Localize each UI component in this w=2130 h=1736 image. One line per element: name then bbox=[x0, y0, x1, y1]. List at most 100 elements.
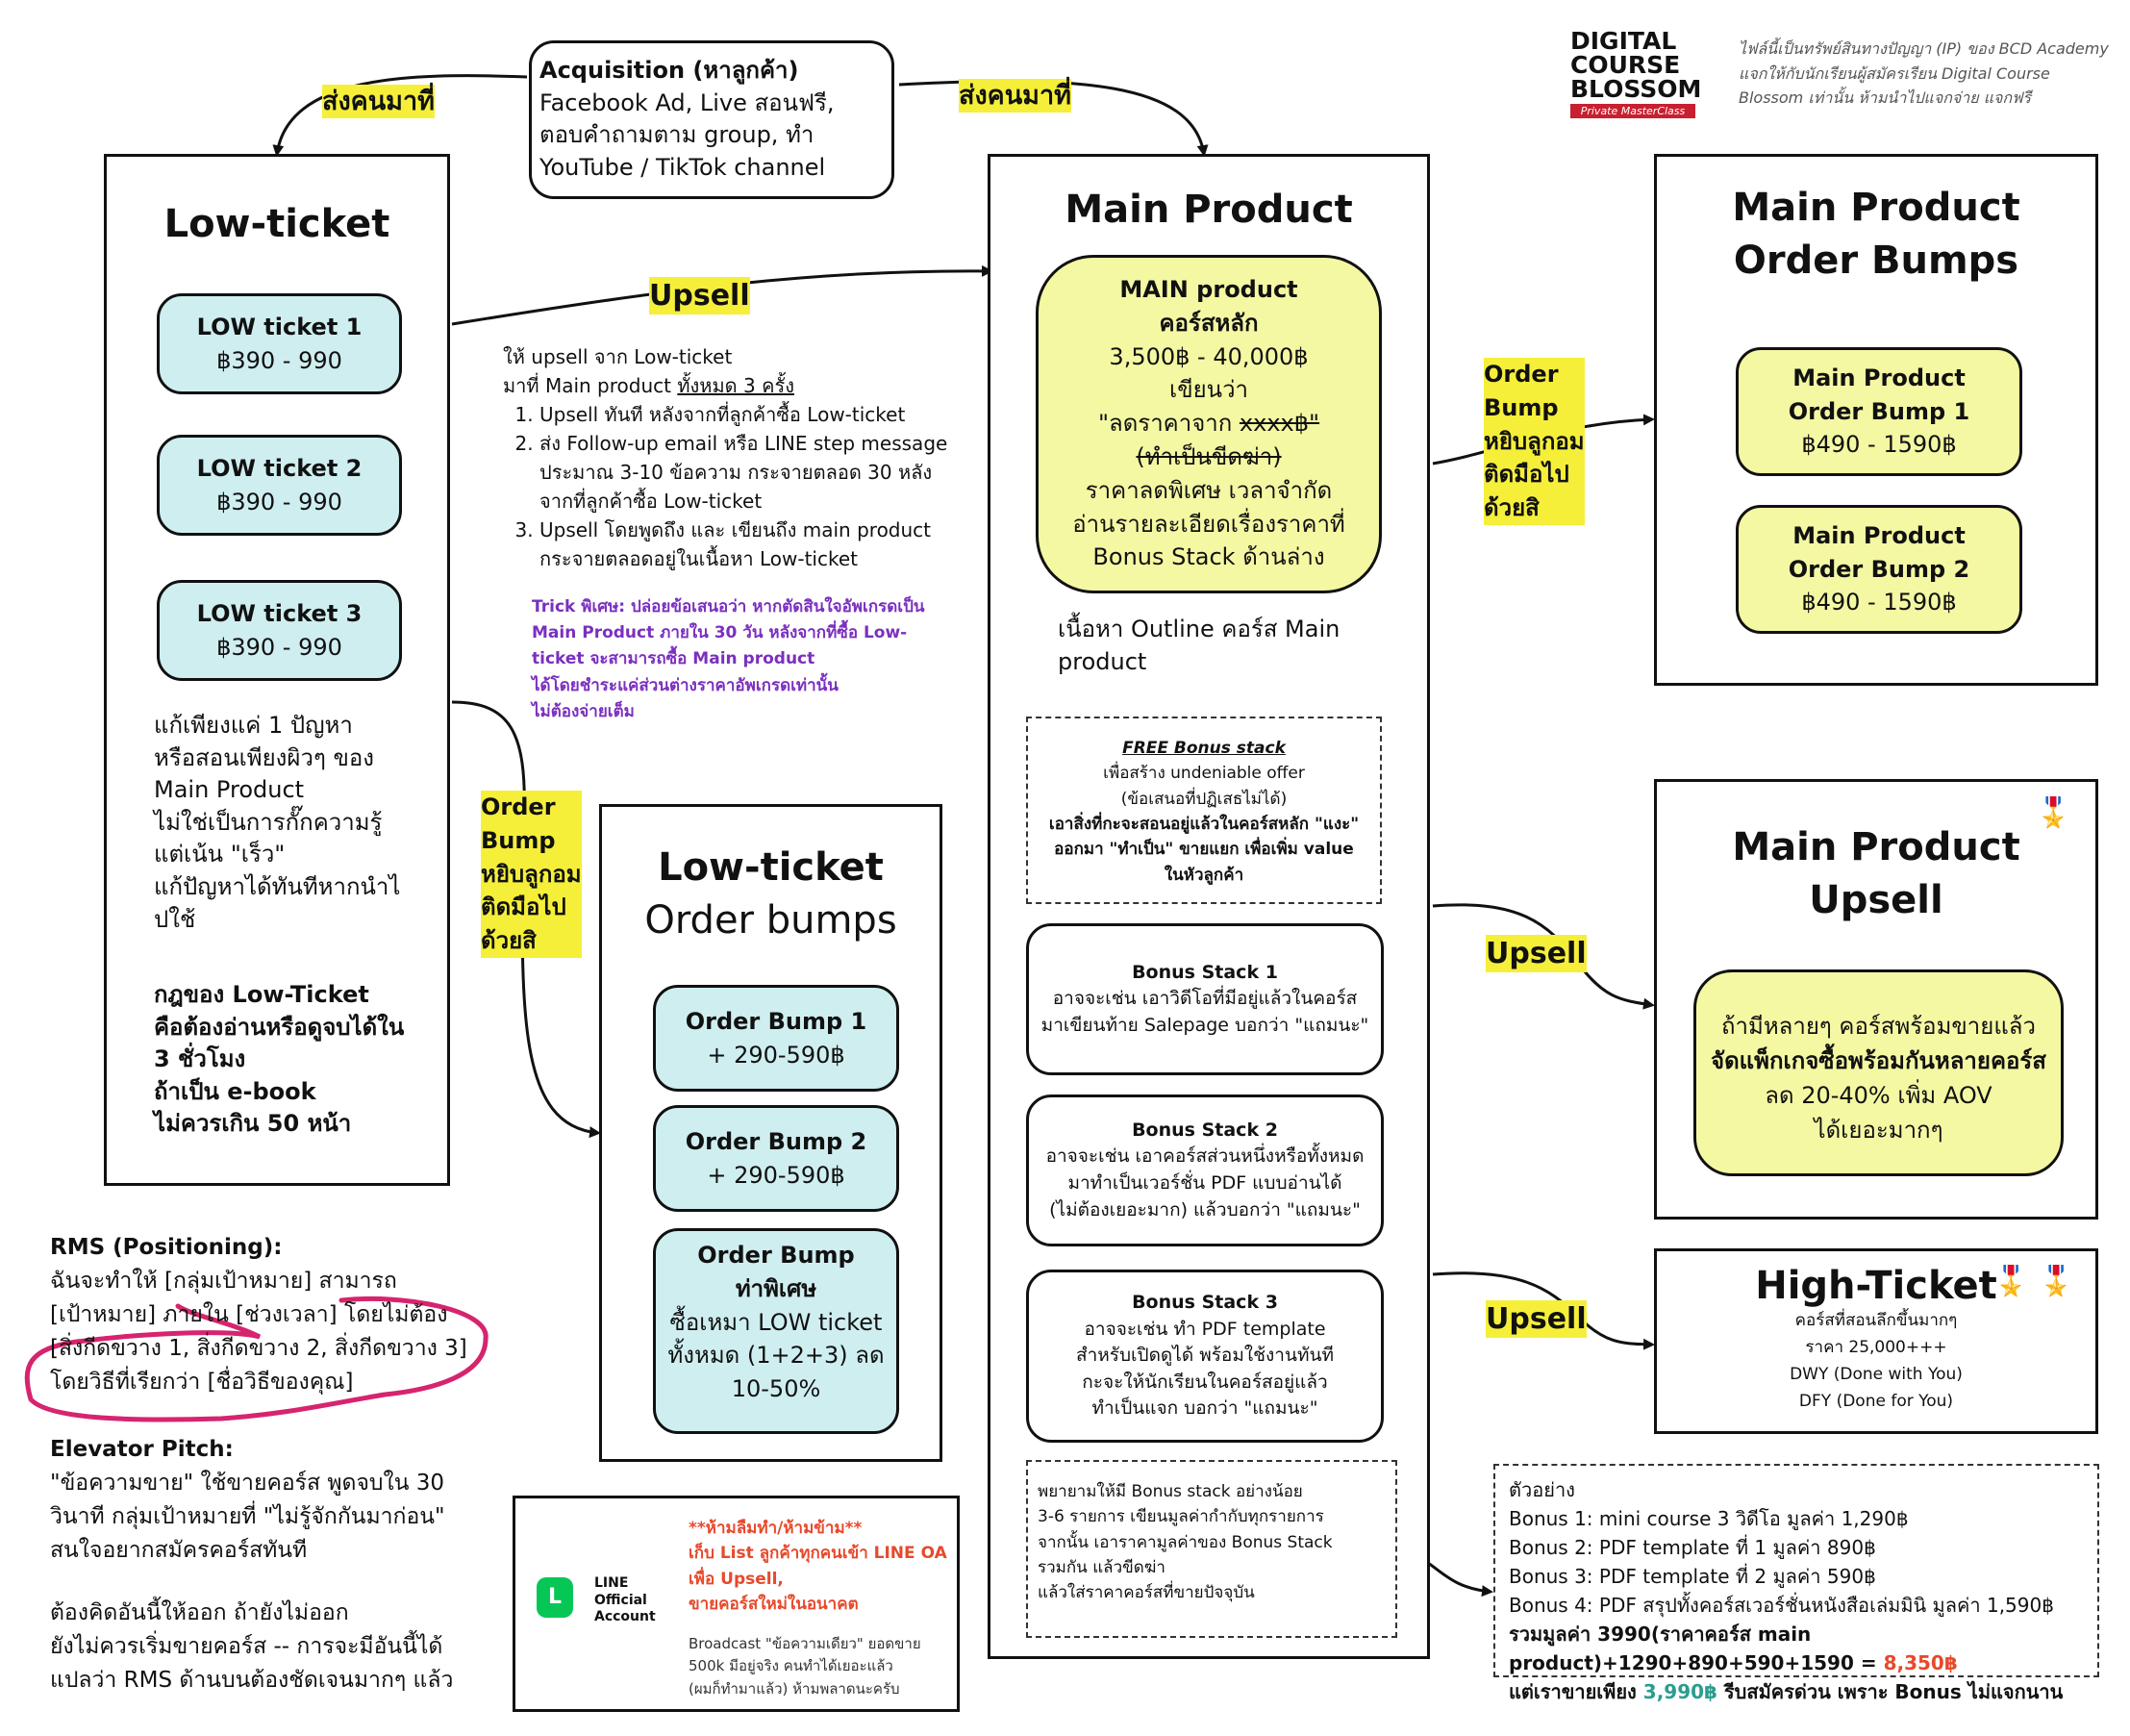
main-outline-line: product bbox=[1058, 647, 1147, 675]
free-bonus-line-5: ในหัวลูกค้า bbox=[1164, 865, 1244, 885]
special-bump-line-1: ซื้อเหมา LOW ticket bbox=[669, 1308, 883, 1336]
elevator-line-2: แปลว่า RMS ด้านบนต้องชัดเจนมากๆ แล้ว bbox=[50, 1667, 454, 1693]
try-note-line: รวมกัน แล้วขีดฆ่า bbox=[1038, 1558, 1165, 1578]
rms-line: ฉันจะทำให้ [กลุ่มเป้าหมาย] สามารถ bbox=[50, 1268, 397, 1294]
main-card-line-6: (ทำเป็นขีดฆ่า) bbox=[1136, 442, 1282, 470]
upsell-right-label-1: Upsell bbox=[1486, 935, 1587, 972]
bonus-stack-3-line: กะจะให้นักเรียนในคอร์สอยู่แล้ว bbox=[1082, 1371, 1328, 1393]
upsell-steps: Upsell ทันที หลังจากที่ลูกค้าซื้อ Low-ti… bbox=[503, 400, 965, 573]
line-oa-note-line: 500k มีอยู่จริง คนทำได้เยอะแล้ว bbox=[689, 1657, 893, 1675]
example-line: Bonus 3: PDF template ที่ 2 มูลค่า 590฿ bbox=[1509, 1565, 1876, 1588]
main-order-bump-2-line-2: Order Bump 2 bbox=[1788, 555, 1970, 583]
rms-line: [เป้าหมาย] ภายใน [ช่วงเวลา] โดยไม่ต้อง bbox=[50, 1301, 448, 1327]
send-right-label: ส่งคนมาที่ bbox=[959, 79, 1071, 113]
main-outline-line: เนื้อหา Outline คอร์ส Main bbox=[1058, 616, 1341, 642]
main-bumps-title-2: Order Bumps bbox=[1733, 239, 2019, 283]
low-order-bump-2-price: + 290-590฿ bbox=[707, 1161, 845, 1189]
line-oa-box: L LINE Official Account **ห้ามลืมทำ/ห้าม… bbox=[513, 1496, 960, 1712]
low-rule-line: คือต้องอ่านหรือดูจบได้ใน bbox=[154, 1013, 405, 1041]
trick-line: ไม่ต้องจ่ายเต็ม bbox=[532, 701, 635, 721]
order-bump-right-line: ด้วยสิ bbox=[1484, 494, 1540, 522]
trick-line: ticket จะสามารถซื้อ Main product bbox=[532, 649, 815, 669]
free-bonus-stack-box: FREE Bonus stack เพื่อสร้าง undeniable o… bbox=[1026, 717, 1382, 904]
main-card-line-9: Bonus Stack ด้านล่าง bbox=[1092, 543, 1325, 571]
low-desc-line: แก้ปัญหาได้ทันทีหากนำไ bbox=[154, 872, 401, 900]
ip-notice: ไฟล์นี้เป็นทรัพย์สินทางปัญญา (IP) ของ BC… bbox=[1739, 39, 2109, 108]
upsell-main-label: Upsell bbox=[649, 277, 750, 314]
try-note-line: พยายามให้มี Bonus stack อย่างน้อย bbox=[1038, 1482, 1303, 1501]
free-bonus-line-4: ออกมา "ทำเป็น" ขายแยก เพื่อเพิ่ม value bbox=[1054, 840, 1354, 860]
low-ticket-2-name: LOW ticket 2 bbox=[196, 454, 363, 482]
order-bump-left-line: Order bbox=[481, 793, 556, 820]
low-bumps-title-1: Low-ticket bbox=[658, 845, 884, 890]
upsell-step: Upsell โดยพูดถึง และ เขียนถึง main produ… bbox=[539, 516, 965, 573]
low-ticket-3: LOW ticket 3 ฿390 - 990 bbox=[157, 580, 402, 681]
main-order-bump-1: Main Product Order Bump 1 ฿490 - 1590฿ bbox=[1736, 347, 2022, 476]
bonus-stack-2-line: มาทำเป็นเวอร์ชั่น PDF แบบอ่านได้ bbox=[1067, 1172, 1342, 1194]
main-bumps-panel: Main Product Order Bumps Main Product Or… bbox=[1654, 154, 2098, 686]
bonus-stack-2: Bonus Stack 2 อาจจะเช่น เอาคอร์สส่วนหนึ่… bbox=[1026, 1094, 1384, 1246]
bonus-stack-3-line: อาจจะเช่น ทำ PDF template bbox=[1084, 1318, 1326, 1340]
main-product-card: MAIN product คอร์สหลัก 3,500฿ - 40,000฿ … bbox=[1036, 255, 1382, 593]
bonus-stack-3-line: ทำเป็นแจก บอกว่า "แถมนะ" bbox=[1091, 1397, 1318, 1420]
line-oa-note-line: Broadcast "ข้อความเดียว" ยอดขาย bbox=[689, 1635, 921, 1652]
main-upsell-card: ถ้ามีหลายๆ คอร์สพร้อมขายแล้ว จัดแพ็กเกจซ… bbox=[1693, 969, 2064, 1176]
line-oa-note-line: (ผมก็ทำมาแล้ว) ห้ามพลาดนะครับ bbox=[689, 1679, 900, 1698]
main-upsell-line-4: ได้เยอะมากๆ bbox=[1814, 1117, 1943, 1144]
special-bump-line-3: 10-50% bbox=[731, 1375, 821, 1403]
main-order-bump-2-price: ฿490 - 1590฿ bbox=[1801, 589, 1957, 616]
bonus-stack-2-line: (ไม่ต้องเยอะมาก) แล้วบอกว่า "แถมนะ" bbox=[1049, 1198, 1361, 1220]
example-sum-2a: product)+1290+890+590+1590 = bbox=[1509, 1651, 1884, 1674]
bonus-stack-2-line: อาจจะเช่น เอาคอร์สส่วนหนึ่งหรือทั้งหมด bbox=[1045, 1145, 1365, 1168]
order-bump-left-label: Order Bump หยิบลูกอม ติดมือไป ด้วยสิ bbox=[481, 791, 582, 958]
main-order-bump-2-line-1: Main Product bbox=[1792, 521, 1966, 549]
main-order-bump-1-line-1: Main Product bbox=[1792, 364, 1966, 391]
main-upsell-line-1: ถ้ามีหลายๆ คอร์สพร้อมขายแล้ว bbox=[1721, 1013, 2036, 1040]
logo-line-1: DIGITAL bbox=[1570, 27, 1677, 55]
low-ticket-1-name: LOW ticket 1 bbox=[196, 313, 363, 340]
main-upsell-panel: Main Product Upsell 🎖️ ถ้ามีหลายๆ คอร์สพ… bbox=[1654, 779, 2098, 1220]
upsell-note-intro-1: ให้ upsell จาก Low-ticket bbox=[503, 345, 733, 368]
low-order-bump-1-price: + 290-590฿ bbox=[707, 1041, 845, 1069]
low-ticket-1: LOW ticket 1 ฿390 - 990 bbox=[157, 293, 402, 394]
low-desc-line: แต่เน้น "เร็ว" bbox=[154, 841, 286, 868]
order-bump-left-line: หยิบลูกอม bbox=[481, 860, 582, 888]
main-order-bump-1-line-2: Order Bump 1 bbox=[1788, 397, 1970, 425]
elevator-line-2: ต้องคิดอันนี้ให้ออก ถ้ายังไม่ออก bbox=[50, 1599, 349, 1625]
trick-line: ได้โดยชำระแค่ส่วนต่างราคาอัพเกรดเท่านั้น bbox=[532, 675, 839, 695]
low-order-bump-1: Order Bump 1 + 290-590฿ bbox=[653, 985, 899, 1092]
main-upsell-title-2: Upsell bbox=[1809, 878, 1943, 922]
low-desc-line: ไม่ใช่เป็นการกั๊กความรู้ bbox=[154, 808, 383, 836]
bonus-stack-1: Bonus Stack 1 อาจจะเช่น เอาวิดีโอที่มีอย… bbox=[1026, 923, 1384, 1075]
rms-block: RMS (Positioning): ฉันจะทำให้ [กลุ่มเป้า… bbox=[50, 1231, 502, 1399]
example-final-price: 3,990฿ bbox=[1642, 1680, 1717, 1703]
acquisition-title: Acquisition (หาลูกค้า) bbox=[539, 57, 799, 84]
elevator-line: วินาที กลุ่มเป้าหมายที่ "ไม่รู้จักกันมาก… bbox=[50, 1503, 445, 1529]
low-rule-line: ถ้าเป็น e-book bbox=[154, 1077, 316, 1105]
upsell-right-label-2: Upsell bbox=[1486, 1300, 1587, 1338]
main-upsell-line-2: จัดแพ็กเกจซื้อพร้อมกันหลายคอร์ส bbox=[1711, 1047, 2046, 1074]
trick-line: Main Product ภายใน 30 วัน หลังจากที่ซื้อ… bbox=[532, 623, 908, 643]
main-card-line-5b: xxxx฿" bbox=[1239, 410, 1320, 438]
low-order-bump-2: Order Bump 2 + 290-590฿ bbox=[653, 1105, 899, 1212]
high-ticket-panel: High-Ticket 🎖️ 🎖️ คอร์สที่สอนลึกขึ้นมากๆ… bbox=[1654, 1248, 2098, 1434]
example-line: Bonus 4: PDF สรุปทั้งคอร์สเวอร์ชั่นหนังส… bbox=[1509, 1594, 2054, 1617]
upsell-note-intro-2a: มาที่ Main product bbox=[503, 374, 678, 397]
upsell-step: ส่ง Follow-up email หรือ LINE step messa… bbox=[539, 429, 965, 516]
acquisition-line-1: Facebook Ad, Live สอนฟรี, bbox=[539, 88, 835, 116]
main-order-bump-2: Main Product Order Bump 2 ฿490 - 1590฿ bbox=[1736, 505, 2022, 634]
low-bumps-panel: Low-ticket Order bumps Order Bump 1 + 29… bbox=[599, 804, 942, 1462]
trick-note: Trick พิเศษ: ปล่อยข้อเสนอว่า หากตัดสินใจ… bbox=[532, 594, 974, 725]
line-oa-logo-line: Official bbox=[594, 1592, 647, 1608]
line-oa-warn-line: เก็บ List ลูกค้าทุกคนเข้า LINE OA bbox=[689, 1544, 947, 1564]
example-final-c: รีบสมัครด่วน เพราะ Bonus ไม่แจกนาน bbox=[1717, 1680, 2064, 1703]
low-order-bump-2-name: Order Bump 2 bbox=[685, 1127, 867, 1155]
example-title: ตัวอย่าง bbox=[1509, 1478, 1575, 1501]
elevator-title: Elevator Pitch: bbox=[50, 1437, 234, 1462]
bonus-stack-1-title: Bonus Stack 1 bbox=[1132, 961, 1278, 983]
upsell-note-intro-2b: ทั้งหมด 3 ครั้ง bbox=[677, 374, 794, 397]
bonus-stack-3-line: สำหรับเปิดดูได้ พร้อมใช้งานทันที bbox=[1075, 1345, 1335, 1367]
line-oa-logo-text: LINE Official Account bbox=[594, 1575, 656, 1626]
rms-line: โดยวิธีที่เรียกว่า [ชื่อวิธีของคุณ] bbox=[50, 1369, 354, 1395]
trick-line: Trick พิเศษ: ปล่อยข้อเสนอว่า หากตัดสินใจ… bbox=[532, 597, 925, 616]
